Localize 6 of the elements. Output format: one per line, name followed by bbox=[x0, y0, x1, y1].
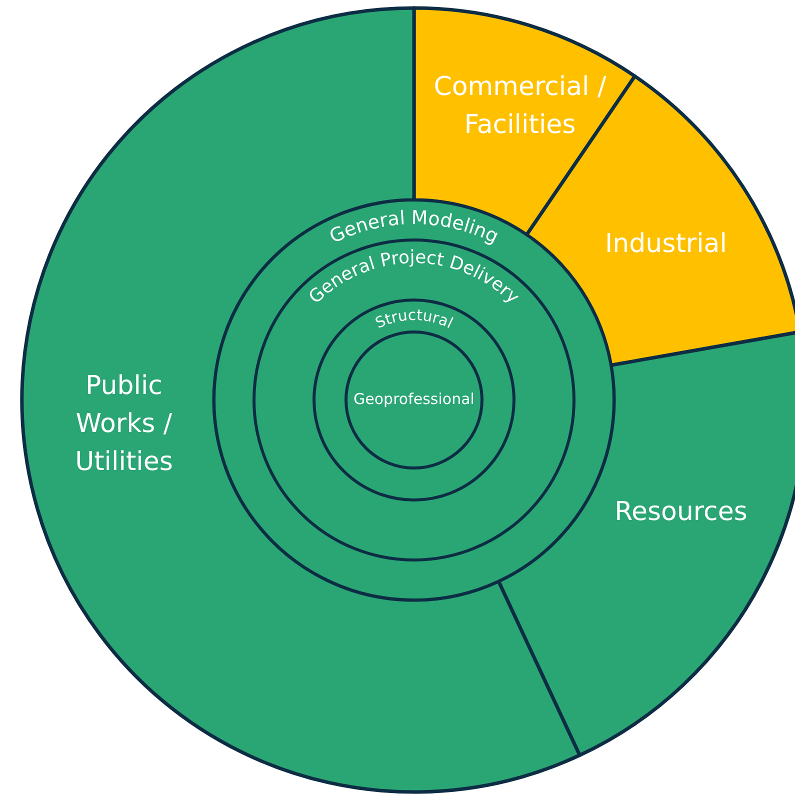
segment-label: Industrial bbox=[605, 228, 727, 262]
segment-label: Geoprofessional bbox=[354, 389, 474, 410]
segment-label: Commercial / Facilities bbox=[432, 71, 608, 142]
segment-label: Public Works / Utilities bbox=[74, 370, 174, 479]
ring-label: Structural bbox=[372, 306, 456, 332]
segment-label: Resources bbox=[614, 496, 748, 530]
